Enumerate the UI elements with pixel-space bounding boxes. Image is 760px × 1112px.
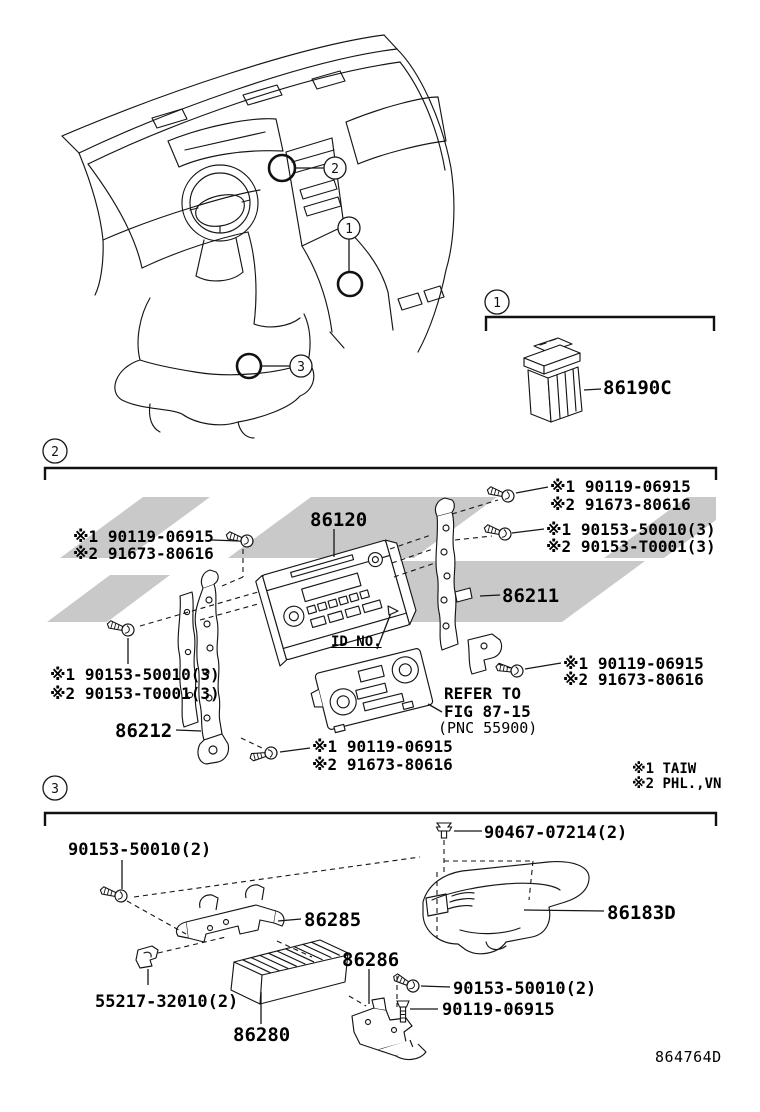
fastener-label-t0001-right: ※2 90153-T0001(3) [546, 537, 716, 556]
section-2-number: 2 [51, 445, 59, 460]
part-label-86286: 86286 [342, 949, 400, 971]
fastener-label-91673-right-mid: ※2 91673-80616 [563, 670, 704, 689]
footnote-phl-vn: ※2 PHL.,VN [632, 776, 722, 792]
fastener-label-90119-left-top: ※1 90119-06915 [73, 527, 214, 546]
screw-icon-s3-right [390, 970, 422, 995]
screw-icon-s2-right-mid [482, 522, 513, 542]
part-label-86120: 86120 [310, 509, 368, 531]
callout-3-number: 3 [297, 360, 305, 375]
fastener-label-90153-s3: 90153-50010(2) [68, 840, 212, 860]
bracket-86211-drawing [434, 497, 473, 651]
section-1-header: 1 [484, 289, 716, 331]
leader-lines-section3 [121, 830, 605, 1024]
callout-2-number: 2 [331, 162, 339, 177]
amplifier-86280-drawing [230, 939, 349, 1005]
section-2-header: 2 [42, 438, 718, 480]
diagram-code: 864764D [655, 1048, 722, 1066]
id-no-pointer [376, 605, 399, 650]
fastener-label-91673-right-top: ※2 91673-80616 [550, 495, 691, 514]
fastener-label-91673-bottom: ※2 91673-80616 [312, 755, 453, 774]
radio-86120-drawing [255, 539, 417, 667]
refer-note-line2: FIG 87-15 [444, 702, 531, 721]
screw-icon-s2-left-mid [105, 618, 136, 638]
section-1-number: 1 [493, 296, 501, 311]
bracket-86212-drawing [177, 569, 230, 765]
footnote-taiw: ※1 TAIW [632, 761, 697, 777]
cover-86183d-drawing [422, 861, 590, 955]
bracket-foot-drawing [467, 633, 503, 675]
part-label-86190c: 86190C [603, 377, 672, 399]
fastener-label-90119-right-mid: ※1 90119-06915 [563, 654, 704, 673]
dashboard-callout-3: 3 [235, 352, 313, 380]
part-label-86183d: 86183D [607, 902, 676, 924]
bracket-86285-drawing [175, 884, 285, 943]
callout-1-number: 1 [345, 222, 353, 237]
section-3-number: 3 [51, 782, 59, 797]
screw-icon-s2-bottom [248, 745, 279, 765]
leader-lines-section2 [127, 486, 562, 753]
part-86190c-drawing [523, 337, 602, 423]
clip-icon-90467 [435, 822, 453, 839]
refer-note-line1: REFER TO [444, 684, 522, 703]
heater-control-drawing [310, 648, 434, 734]
id-no-label: ID NO. [331, 634, 382, 650]
fastener-label-90153-s3-right: 90153-50010(2) [453, 979, 597, 999]
bracket-86286-drawing [351, 997, 427, 1061]
dashboard-callout-1: 1 [336, 216, 364, 298]
dashed-guides-section3 [126, 840, 534, 1007]
part-label-86212: 86212 [115, 720, 173, 742]
fastener-label-91673-left-top: ※2 91673-80616 [73, 544, 214, 563]
dashboard-callout-2: 2 [267, 153, 347, 183]
clamp-55217-drawing [135, 945, 159, 969]
fastener-label-t0001-left: ※2 90153-T0001(3) [50, 684, 220, 703]
part-label-86280: 86280 [233, 1024, 291, 1046]
fastener-label-90153-left: ※1 90153-50010(3) [50, 665, 220, 684]
section-3-header: 3 [42, 775, 718, 826]
fastener-label-90119-right-top: ※1 90119-06915 [550, 477, 691, 496]
refer-note-line3: (PNC 55900) [438, 719, 538, 737]
fastener-label-90467: 90467-07214(2) [484, 823, 628, 843]
fastener-label-55217: 55217-32010(2) [95, 992, 239, 1012]
fastener-label-90119-bottom: ※1 90119-06915 [312, 737, 453, 756]
part-label-86285: 86285 [304, 909, 362, 931]
dashed-guides-section2 [139, 499, 511, 749]
part-label-86211: 86211 [502, 585, 560, 607]
screw-icon-s3-top [98, 884, 129, 904]
fastener-label-90153-right: ※1 90153-50010(3) [546, 520, 716, 539]
fastener-label-90119-s3: 90119-06915 [442, 1000, 555, 1020]
dashboard-illustration [61, 34, 455, 439]
screw-icon-s2-left-top [224, 529, 255, 549]
